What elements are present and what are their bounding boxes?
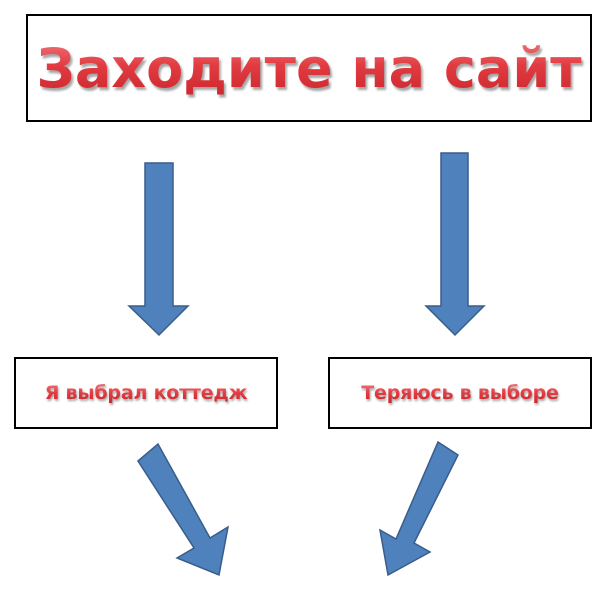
arrow-diagonal-right (378, 440, 459, 577)
left-box-label: Я выбрал коттедж (44, 382, 248, 404)
arrow-down-left (127, 162, 190, 337)
arrow-down-right (424, 152, 486, 337)
arrow-diagonal-left (137, 442, 230, 577)
right-box: Теряюсь в выборе (328, 357, 592, 429)
top-box-label: Заходите на сайт (36, 36, 582, 100)
left-box: Я выбрал коттедж (14, 357, 278, 429)
top-box: Заходите на сайт (26, 14, 592, 122)
right-box-label: Теряюсь в выборе (361, 382, 559, 404)
